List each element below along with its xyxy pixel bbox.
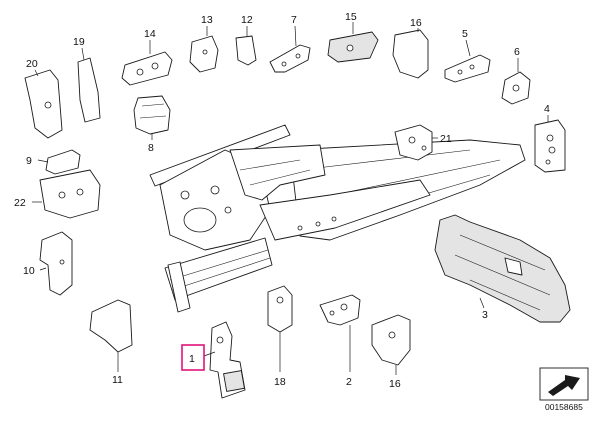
callout-18[interactable]: 18 [274,376,286,388]
callout-5[interactable]: 5 [462,28,468,40]
leader-19 [81,47,85,61]
callout-12[interactable]: 12 [241,14,253,26]
part-16-bottom-bracket[interactable] [371,314,411,366]
part-18-mount[interactable] [267,285,293,333]
part-8-mount[interactable] [133,95,171,135]
part-12-bracket[interactable] [235,35,257,66]
callout-6[interactable]: 6 [514,46,520,58]
main-front-structure [149,124,526,313]
leader-5 [465,39,471,57]
callout-20[interactable]: 20 [26,58,38,70]
part-16-top-bracket[interactable] [392,29,429,79]
callout-8[interactable]: 8 [148,142,154,154]
part-2-bracket[interactable] [319,294,361,326]
callout-16a[interactable]: 16 [410,17,422,29]
callout-22[interactable]: 22 [14,197,26,209]
part-19-bracket[interactable] [77,57,101,123]
callout-2[interactable]: 2 [346,376,352,388]
leader-20 [34,69,39,77]
callout-1[interactable]: 1 [189,353,195,365]
callout-9[interactable]: 9 [26,155,32,167]
leader-1 [203,351,216,357]
part-1-bracket[interactable] [209,321,246,399]
part-20-bracket[interactable] [24,69,63,139]
callout-13[interactable]: 13 [201,14,213,26]
arrow-box-icon [539,367,589,401]
part-5-bracket[interactable] [444,54,491,83]
leader-10 [39,267,47,271]
part-14-plate[interactable] [121,51,173,86]
callout-3[interactable]: 3 [482,309,488,321]
part-13-bracket[interactable] [189,35,219,73]
leader-7 [294,25,297,47]
part-15-plate[interactable] [327,31,379,63]
part-11-bracket[interactable] [89,299,133,353]
callout-21[interactable]: 21 [440,133,452,145]
callout-7[interactable]: 7 [291,14,297,26]
callout-11[interactable]: 11 [112,374,123,386]
callout-10[interactable]: 10 [23,265,35,277]
part-22-plate[interactable] [39,169,101,219]
highlight-box [181,344,205,371]
part-6-bracket[interactable] [501,71,531,105]
callout-19[interactable]: 19 [73,36,85,48]
leader-3 [479,297,485,309]
callout-14[interactable]: 14 [144,28,156,40]
reference-code: 00158685 [545,402,583,412]
part-4-plate[interactable] [534,119,566,173]
callout-4[interactable]: 4 [544,103,550,115]
part-21-bracket[interactable] [394,124,433,161]
callout-15[interactable]: 15 [345,11,357,23]
part-10-bracket[interactable] [39,231,73,296]
part-7-bracket[interactable] [269,44,311,73]
callout-16b[interactable]: 16 [389,378,401,390]
part-3-side-panel[interactable] [434,214,571,323]
part-9-bracket[interactable] [45,149,81,175]
leader-9 [37,159,49,163]
